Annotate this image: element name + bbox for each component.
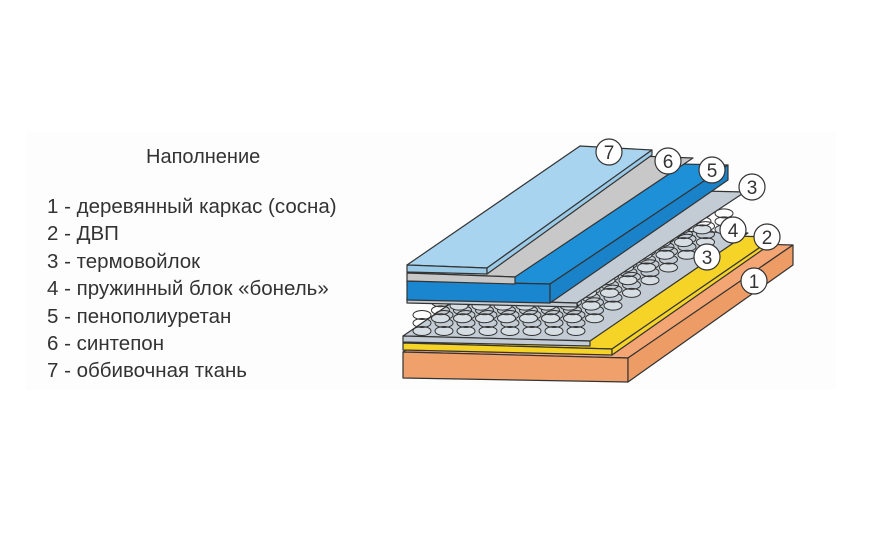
spring-coil: [475, 313, 494, 324]
spring-coil: [637, 262, 656, 273]
spring-coil: [659, 262, 678, 273]
spring-coil: [603, 300, 623, 311]
legend-item: 5 - пенополиуретан: [47, 304, 232, 328]
spring-coil: [500, 326, 520, 336]
svg-text:2: 2: [762, 228, 773, 249]
svg-text:3: 3: [702, 248, 713, 269]
legend-item: 1 - деревянный каркас (сосна): [47, 195, 337, 218]
svg-text:3: 3: [747, 178, 758, 199]
svg-text:4: 4: [728, 221, 739, 242]
spring-coil: [585, 313, 604, 324]
callout-1: 1: [740, 267, 768, 295]
spring-coil: [431, 305, 450, 316]
diagram-title: Наполнение: [146, 146, 261, 168]
callout-2: 2: [753, 223, 781, 251]
callout-3-top: 3: [738, 173, 766, 201]
svg-text:6: 6: [663, 152, 674, 173]
spring-coil: [655, 249, 675, 260]
callout-5: 5: [698, 156, 726, 184]
svg-text:1: 1: [749, 272, 760, 293]
spring-coil: [563, 313, 582, 324]
spring-coil: [581, 300, 601, 311]
spring-coil: [412, 318, 432, 328]
legend-item: 3 - термовойлок: [47, 249, 201, 273]
spring-coil: [478, 326, 498, 336]
spring-coil: [412, 326, 432, 336]
spring-coil: [674, 237, 693, 248]
spring-coil: [618, 275, 638, 286]
layer-fabric: [406, 145, 653, 275]
spring-coil: [519, 313, 538, 324]
spring-coil: [640, 275, 660, 286]
callout-7: 7: [595, 138, 623, 166]
legend-item: 4 - пружинный блок «бонель»: [47, 277, 329, 301]
svg-text:5: 5: [707, 161, 718, 182]
legend-item: 2 - ДВП: [47, 222, 119, 246]
spring-coil: [600, 287, 619, 298]
spring-coil: [412, 310, 432, 320]
spring-coil: [714, 208, 734, 219]
spring-coil: [692, 224, 712, 235]
spring-coil: [453, 313, 472, 324]
spring-coil: [622, 287, 641, 298]
callout-3-bottom: 3: [693, 243, 721, 271]
legend-item: 6 - синтепон: [47, 331, 165, 355]
legend-item: 7 - оббивочная ткань: [47, 359, 247, 383]
spring-coil: [541, 313, 560, 324]
spring-coil: [566, 326, 586, 336]
spring-coil: [522, 326, 542, 336]
spring-coil: [431, 313, 450, 324]
spring-coil: [456, 326, 476, 336]
spring-coil: [434, 326, 454, 336]
layer-legend: 1 - деревянный каркас (сосна) 2 - ДВП 3 …: [47, 195, 337, 387]
callout-4: 4: [719, 216, 747, 244]
callout-6: 6: [654, 147, 682, 175]
spring-coil: [497, 313, 516, 324]
svg-text:7: 7: [604, 143, 615, 164]
spring-coil: [544, 326, 564, 336]
